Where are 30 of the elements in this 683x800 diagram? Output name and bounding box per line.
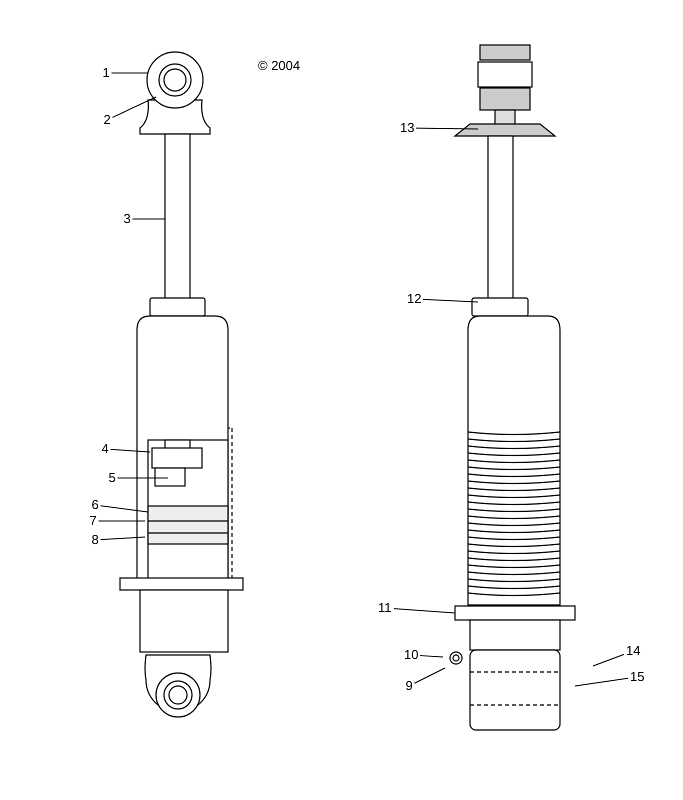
- callout-number: 4: [102, 442, 109, 456]
- leader-line: [98, 520, 146, 522]
- callout-number: 3: [124, 212, 131, 226]
- leader-line: [416, 128, 478, 130]
- leader-line: [132, 218, 166, 220]
- leader-line: [592, 654, 624, 666]
- callout-number: 2: [104, 113, 111, 127]
- leader-line: [420, 655, 444, 658]
- copyright-note: © 2004: [258, 58, 300, 73]
- leader-line: [574, 678, 628, 686]
- leader-line: [414, 668, 446, 684]
- callout-number: 1: [102, 66, 110, 80]
- callout-number: 11: [378, 601, 392, 615]
- callout-number: 9: [406, 679, 413, 693]
- leader-line: [422, 298, 478, 302]
- leader-line: [112, 96, 156, 118]
- callout-number: 6: [92, 498, 99, 512]
- leader-line: [100, 505, 148, 512]
- callout-number: 10: [404, 648, 418, 662]
- leader-line: [111, 72, 148, 74]
- leader-line: [394, 608, 456, 614]
- leader-line: [110, 448, 150, 452]
- callout-number: 7: [90, 514, 97, 528]
- callout-number: 14: [626, 644, 640, 658]
- leader-line: [100, 536, 146, 540]
- callout-number: 5: [108, 471, 116, 485]
- callout-number: 13: [400, 121, 414, 135]
- callout-number: 12: [407, 292, 422, 306]
- callout-number: 15: [630, 670, 644, 684]
- callout-number: 8: [92, 533, 99, 547]
